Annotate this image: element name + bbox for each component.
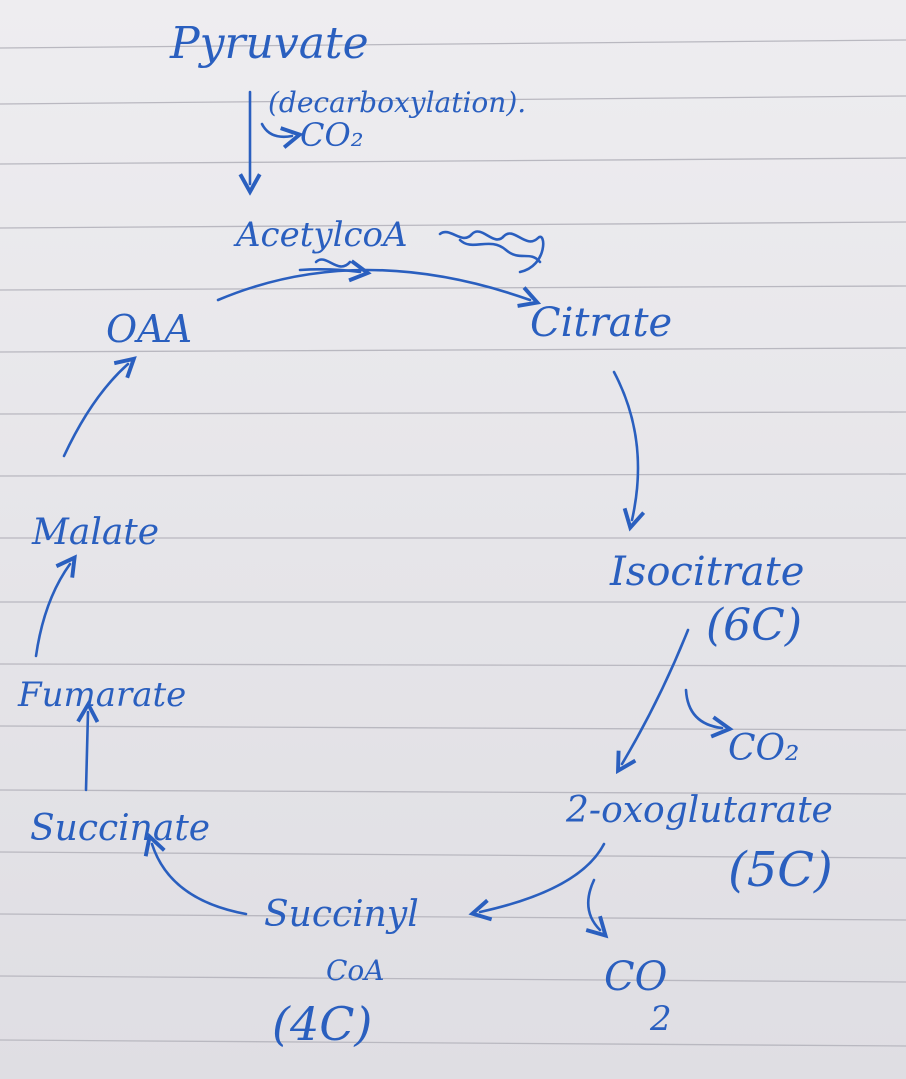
co2-label-isocitrate: CO₂ [728, 728, 800, 769]
arrow-oxoglutarate-to-succinylcoa [480, 842, 606, 912]
co2-label-oxoglutarate: CO [604, 954, 667, 1000]
ruled-lines [0, 39, 906, 1047]
malate-label: Malate [31, 512, 159, 553]
citrate-label: Citrate [530, 300, 672, 346]
arrow-co2-release-pyruvate [260, 122, 292, 137]
arrow-succinate-to-fumarate [86, 712, 88, 792]
isocitrate-label: Isocitrate [609, 549, 804, 595]
scribble-marks [314, 230, 545, 274]
arrow-fumarate-to-malate [34, 564, 70, 658]
arrow-malate-to-oaa [62, 364, 128, 458]
succinate-label: Succinate [30, 808, 210, 849]
arrow-succinylcoa-to-succinate [152, 844, 248, 916]
acetyl-coa-label: AcetylcoA [233, 215, 408, 255]
succinyl-carbons-label: (4C) [272, 997, 372, 1051]
decarboxylation-label: (decarboxylation). [268, 86, 526, 119]
co2-subscript-oxoglutarate: 2 [649, 999, 672, 1039]
oaa-label: OAA [106, 307, 192, 351]
co2-label-pyruvate: CO₂ [300, 116, 364, 154]
succinyl-label: Succinyl [264, 894, 419, 935]
arrow-co2-release-oxoglutarate [588, 878, 600, 930]
oxoglutarate-label: 2-oxoglutarate [565, 790, 833, 831]
oxoglutarate-carbons-label: (5C) [728, 842, 833, 898]
arrow-citrate-to-isocitrate [612, 370, 638, 520]
isocitrate-carbons-label: (6C) [706, 600, 802, 651]
coa-label: CoA [326, 954, 385, 987]
arrow-oaa-to-citrate [216, 268, 530, 300]
arrow-co2-release-isocitrate [684, 688, 722, 728]
pyruvate-label: Pyruvate [169, 18, 369, 69]
pathway-arrows [34, 90, 722, 930]
arrow-isocitrate-to-oxoglutarate [622, 628, 690, 764]
fumarate-label: Fumarate [17, 675, 186, 715]
arrow-acetylcoa-join [298, 269, 360, 272]
